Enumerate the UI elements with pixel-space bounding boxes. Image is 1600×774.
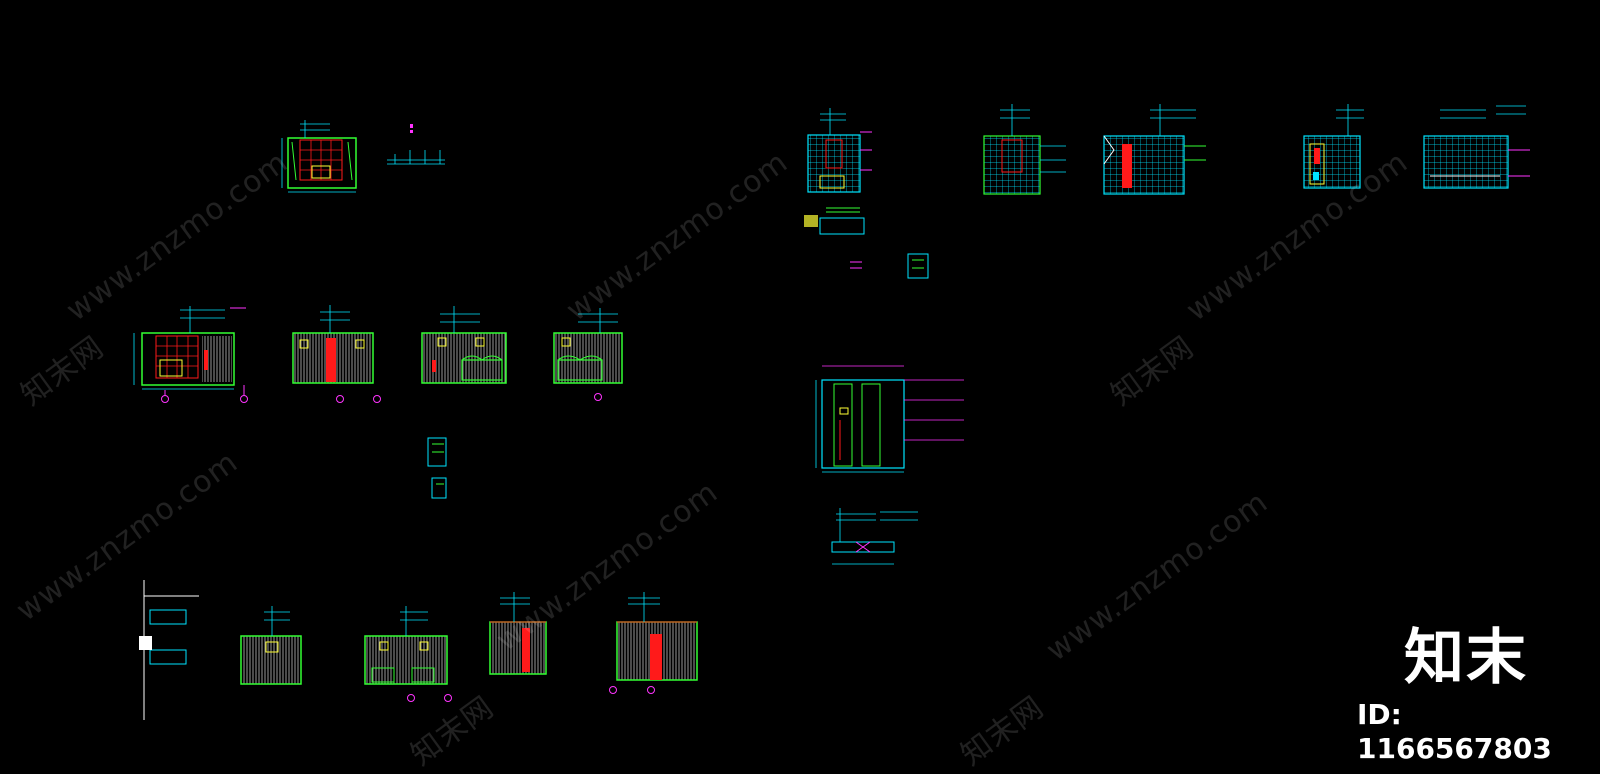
elevation-drawing-b2 xyxy=(292,305,381,403)
plan-drawing-d4 xyxy=(815,365,964,473)
elevation-drawing-c5 xyxy=(609,592,698,694)
elevation-drawing-c3 xyxy=(364,606,452,702)
cad-drawing-canvas[interactable] xyxy=(0,0,1600,757)
plan-detail-c1 xyxy=(139,580,199,720)
image-id-label: ID: 1166567803 xyxy=(1357,698,1552,765)
elevation-drawing-b4 xyxy=(553,308,623,401)
section-detail-b5 xyxy=(427,437,447,499)
brand-logo: 知末 xyxy=(1404,623,1528,693)
section-detail-d3 xyxy=(850,253,929,279)
elevation-drawing-e3 xyxy=(1303,104,1364,189)
section-detail-a2 xyxy=(387,124,445,165)
elevation-drawing-b3 xyxy=(421,306,507,384)
elevation-drawing-c2 xyxy=(240,606,302,685)
section-detail-d2 xyxy=(804,207,865,235)
elevation-drawing-c4 xyxy=(489,592,547,675)
elevation-drawing-e4 xyxy=(1423,105,1530,189)
section-detail-d5 xyxy=(831,508,918,565)
elevation-drawing-d1 xyxy=(807,108,872,193)
elevation-drawing-e1 xyxy=(983,104,1066,195)
elevation-drawing-a1 xyxy=(281,120,357,193)
elevation-drawing-e2 xyxy=(1103,104,1206,195)
elevation-drawing-b1 xyxy=(133,306,248,403)
